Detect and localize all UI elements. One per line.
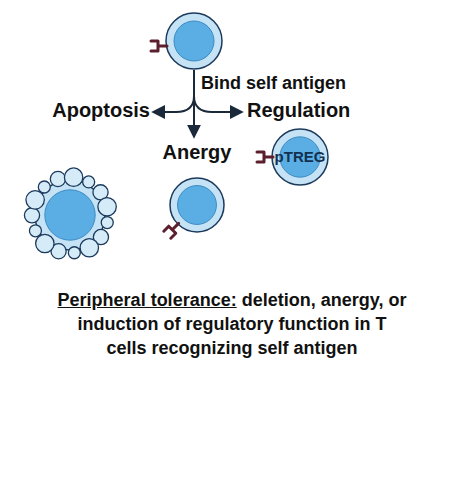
cell-label: pTREG bbox=[272, 147, 328, 167]
branch-arrow-left bbox=[154, 96, 194, 112]
branch-arrow-right bbox=[194, 96, 241, 112]
t-cell-receptor bbox=[151, 41, 167, 51]
t-cell-receptor bbox=[164, 223, 179, 238]
apoptotic-bleb bbox=[36, 234, 54, 252]
apoptotic-bleb bbox=[64, 168, 82, 186]
apoptotic-bleb bbox=[80, 239, 98, 257]
apoptotic-bleb bbox=[101, 217, 113, 229]
apoptotic-bleb bbox=[29, 225, 41, 237]
caption-block: Peripheral tolerance:deletion, anergy, o… bbox=[57, 288, 407, 360]
t-cell-nucleus bbox=[174, 21, 214, 61]
t-cell-receptor bbox=[257, 152, 273, 162]
cell-nucleus bbox=[45, 190, 95, 240]
outcome-heading: Regulation bbox=[247, 98, 355, 122]
t-cell-membrane bbox=[166, 13, 222, 69]
outcome-heading: Apoptosis bbox=[12, 98, 150, 122]
cell-membrane bbox=[272, 129, 328, 185]
cell-shape bbox=[12, 98, 152, 273]
caption-heading: Peripheral tolerance: bbox=[58, 290, 237, 310]
outcome-heading: Anergy bbox=[155, 140, 239, 164]
branch-label: Bind self antigen bbox=[201, 72, 346, 94]
branch-stem bbox=[193, 70, 195, 98]
apoptotic-bleb bbox=[26, 191, 44, 209]
apoptotic-bleb bbox=[98, 198, 116, 216]
apoptotic-bleb bbox=[38, 181, 50, 193]
apoptotic-bleb bbox=[83, 176, 95, 188]
apoptotic-bleb bbox=[68, 247, 80, 259]
cell-outcome: Regulation pTREG bbox=[245, 98, 355, 193]
apoptotic-bleb bbox=[50, 171, 65, 186]
cell-nucleus bbox=[178, 186, 217, 225]
apoptotic-bleb bbox=[24, 208, 39, 223]
cell-outcome: Apoptosis bbox=[12, 98, 152, 273]
cell-outcome: Anergy bbox=[155, 140, 239, 240]
